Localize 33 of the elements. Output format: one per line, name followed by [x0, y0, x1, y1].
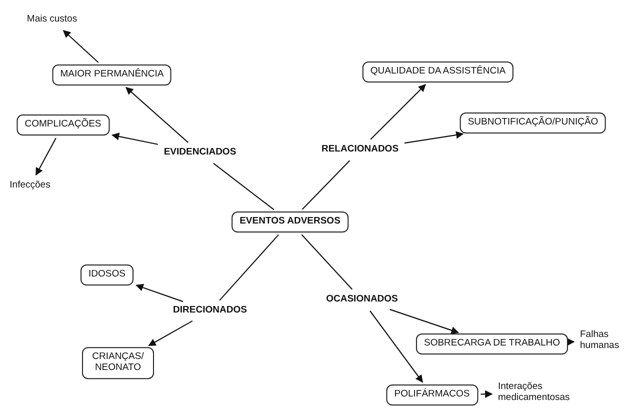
connector-line [301, 234, 353, 290]
category-label: EVIDENCIADOS [164, 148, 236, 158]
arrow [370, 84, 426, 140]
connector-line [213, 162, 274, 210]
concept-box: IDOSOS [80, 264, 134, 286]
arrow [404, 131, 464, 144]
arrow [36, 138, 56, 176]
concept-box: COMPLICAÇÕES [16, 114, 110, 136]
arrow [111, 132, 158, 145]
arrow [62, 30, 99, 63]
arrow [370, 310, 423, 383]
concept-box: SOBRECARGA DE TRABALHO [416, 334, 568, 354]
arrow [148, 320, 193, 346]
arrow [480, 390, 493, 398]
category-label: RELACIONADOS [321, 144, 399, 156]
concept-box: QUALIDADE DA ASSISTÊNCIA [362, 62, 514, 82]
arrow [566, 338, 575, 346]
category-label: OCASIONADOS [326, 294, 398, 306]
connector-line [302, 160, 350, 210]
central-concept-box: EVENTOS ADVERSOS [232, 212, 348, 232]
outcome-label: Infecções [10, 180, 50, 192]
arrow [136, 284, 184, 302]
category-label: DIRECIONADOS [173, 306, 247, 316]
concept-box: CRIANÇAS/ NEONATO [82, 347, 154, 379]
outcome-label: Mais custos [26, 14, 78, 26]
concept-box: SUBNOTIFICAÇÃO/PUNIÇÃO [460, 112, 606, 134]
outcome-label: Falhas humanas [580, 330, 630, 352]
outcome-label: Interações medicamentosas [498, 382, 608, 404]
arrow [390, 308, 459, 334]
connector-line [219, 234, 279, 301]
arrow [125, 86, 189, 143]
concept-box: POLIFÁRMACOS [386, 384, 478, 406]
concept-box: MAIOR PERMANÊNCIA [52, 64, 172, 86]
